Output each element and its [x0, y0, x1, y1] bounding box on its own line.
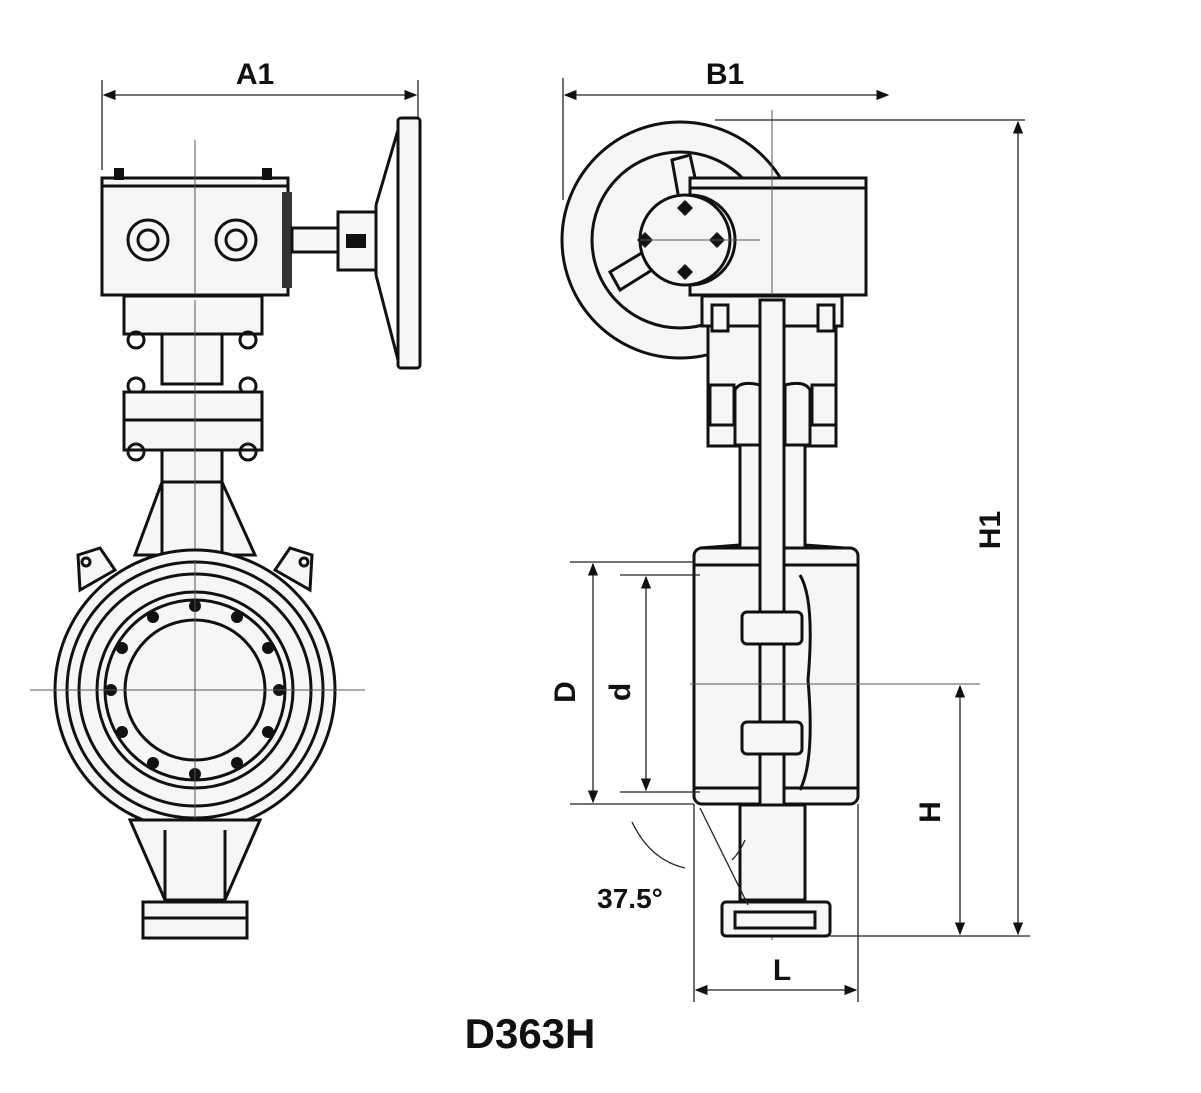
front-view: A1	[30, 58, 422, 940]
bolt-circle	[105, 600, 285, 780]
model-title: D363H	[465, 1010, 596, 1057]
dimension-l: L	[693, 804, 859, 1002]
label-angle: 37.5°	[597, 883, 663, 914]
dimension-b1: B1	[562, 58, 890, 200]
dimension-angle: 37.5°	[597, 807, 749, 914]
label-a1: A1	[236, 58, 274, 91]
gearbox	[100, 140, 292, 300]
dimension-h: H	[830, 684, 1030, 937]
dimension-h1: H1	[974, 120, 1024, 936]
side-view: B1	[549, 58, 1030, 1002]
label-d-inner: d	[604, 683, 637, 701]
label-l: L	[773, 954, 791, 987]
valve-bottom-front	[127, 818, 263, 940]
label-b1: B1	[706, 58, 744, 91]
dimension-a1: A1	[101, 58, 419, 170]
label-d-outer: D	[549, 681, 582, 703]
label-h1: H1	[974, 511, 1007, 549]
dimension-d: D d	[549, 561, 700, 805]
gearbox-side	[640, 110, 1025, 940]
handwheel-side	[290, 116, 422, 370]
valve-body-side	[690, 298, 980, 938]
valve-neck	[122, 294, 264, 560]
label-h: H	[914, 801, 947, 823]
